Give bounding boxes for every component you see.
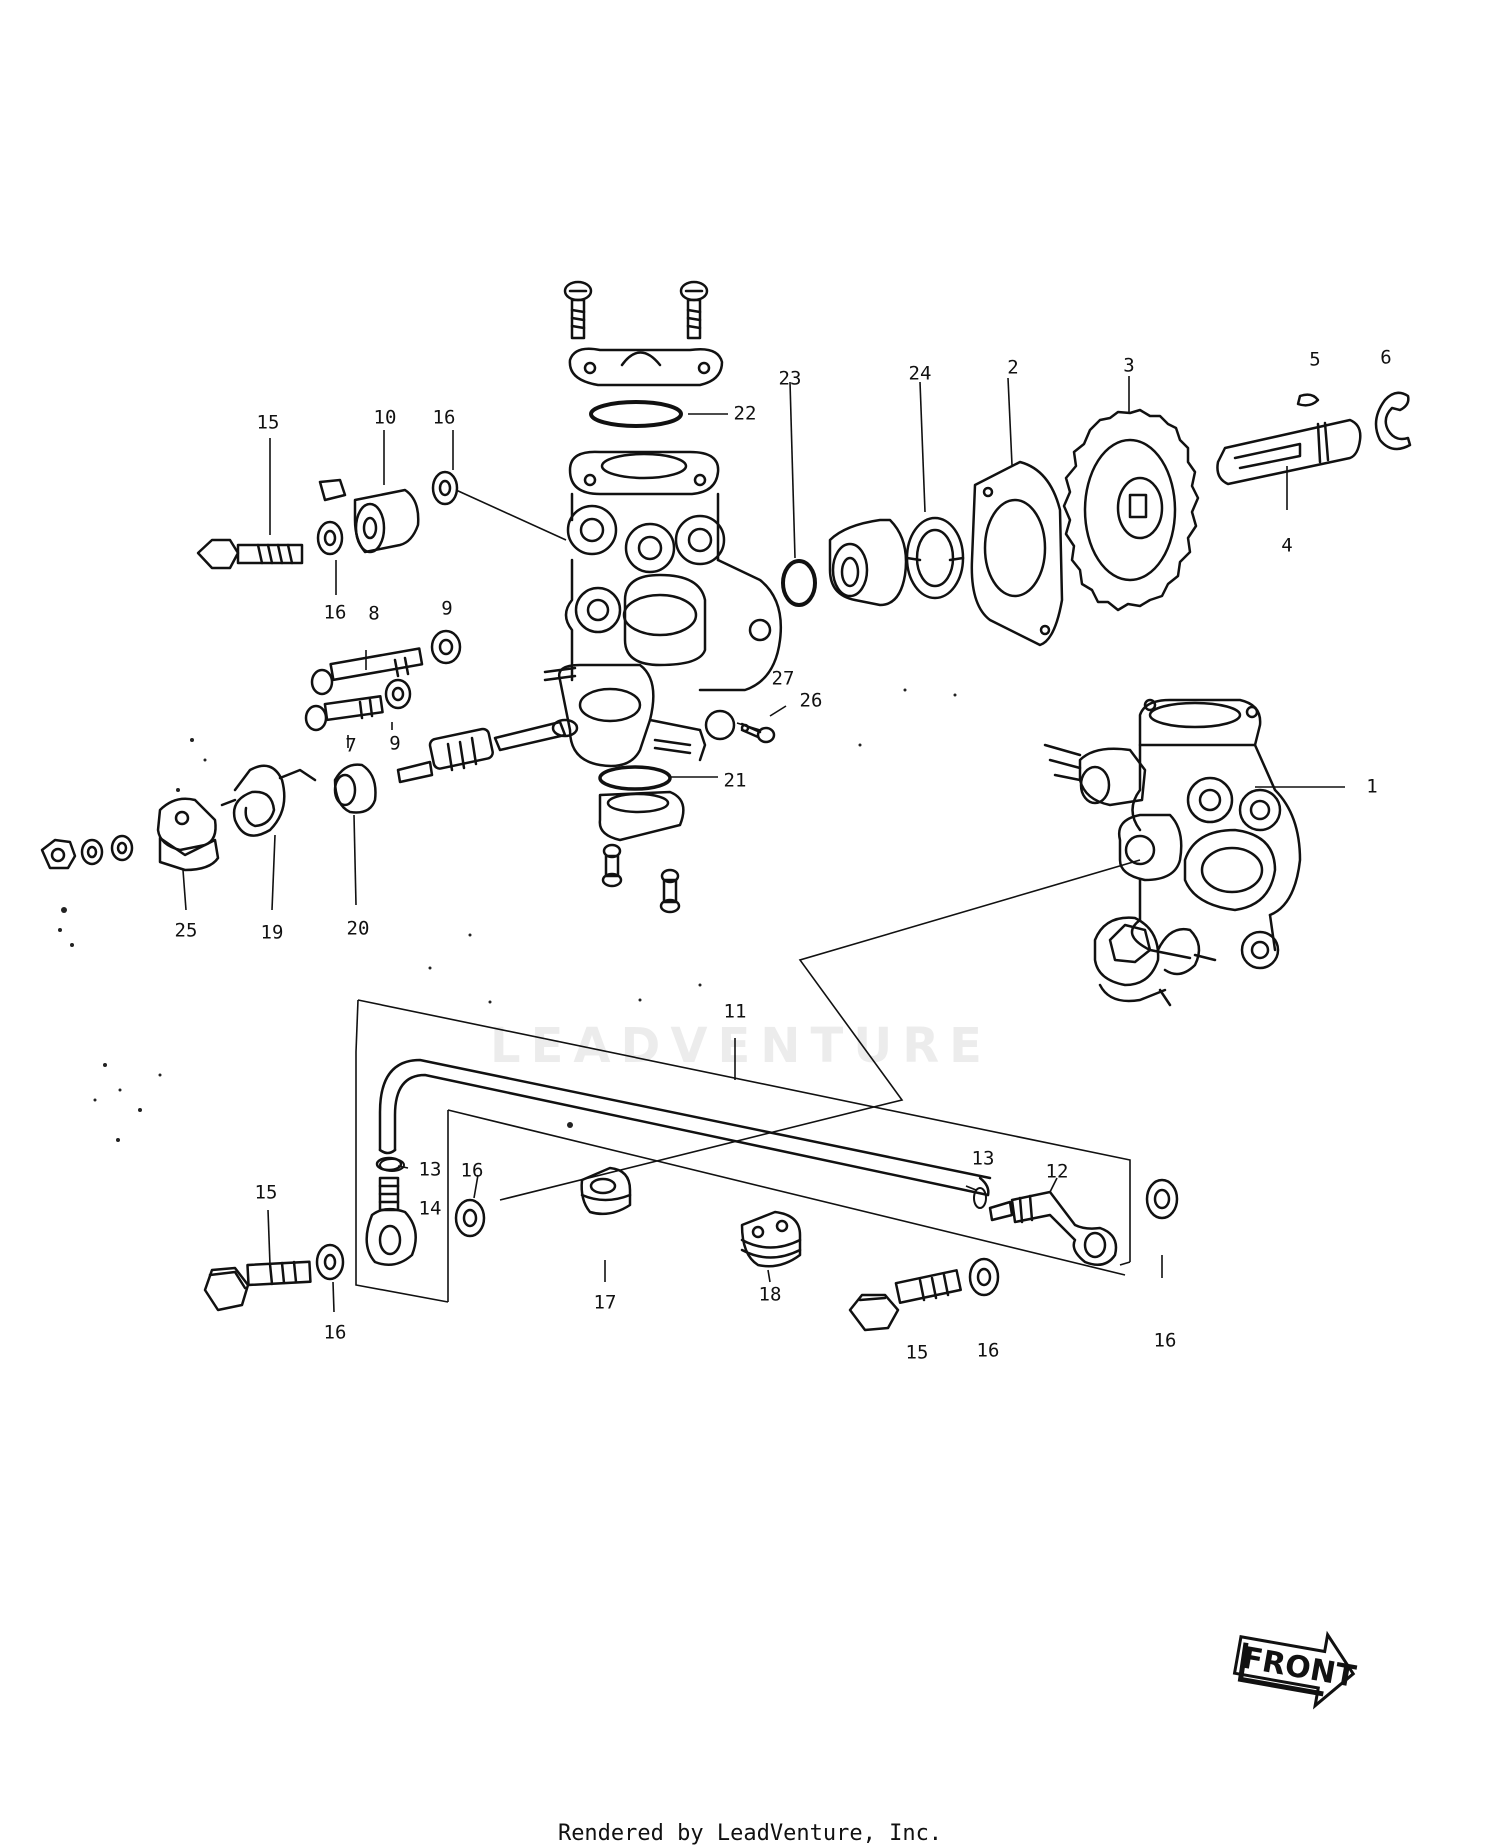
cam-plate-25	[156, 797, 220, 872]
key-5	[1296, 393, 1320, 407]
callout-10[interactable]: 10	[373, 406, 397, 429]
circlip-6	[1374, 391, 1412, 451]
callout-23[interactable]: 23	[778, 367, 802, 390]
washer-16-e	[968, 1257, 1000, 1297]
screw-8	[310, 647, 424, 696]
callout-15-a[interactable]: 15	[256, 411, 280, 434]
callout-24[interactable]: 24	[908, 362, 932, 385]
oil-hose-11	[378, 1058, 992, 1197]
pump-body	[543, 450, 782, 768]
print-specks	[58, 688, 957, 1142]
callout-6[interactable]: 6	[1380, 346, 1392, 369]
union-14	[365, 1156, 417, 1267]
callout-11[interactable]: 11	[723, 1000, 747, 1023]
callout-19[interactable]: 19	[260, 921, 284, 944]
render-credit: Rendered by LeadVenture, Inc.	[557, 1821, 943, 1846]
front-arrow-icon: FRONT	[1232, 1630, 1359, 1710]
lower-screw-left	[601, 843, 623, 888]
callout-13-a[interactable]: 13	[418, 1158, 442, 1181]
callout-15-c[interactable]: 15	[905, 1341, 929, 1364]
callout-3[interactable]: 3	[1123, 354, 1135, 377]
bushing	[828, 518, 908, 607]
callout-16-c[interactable]: 16	[460, 1159, 484, 1182]
banjo-bolt-15-top	[196, 538, 304, 570]
fitting-10	[318, 478, 420, 554]
callout-7[interactable]: 7	[345, 734, 357, 757]
callout-16-f[interactable]: 16	[1153, 1329, 1177, 1352]
washer-9-a	[430, 629, 462, 665]
banjo-bolt-15-right	[848, 1269, 962, 1332]
washer-16-b	[431, 470, 459, 506]
washer-16-d	[454, 1198, 486, 1238]
washer-9-b	[384, 678, 412, 710]
lower-screw-right	[659, 868, 681, 914]
callout-25[interactable]: 25	[174, 919, 198, 942]
o-ring-22	[589, 400, 683, 428]
callout-9-a[interactable]: 9	[441, 597, 453, 620]
callout-17[interactable]: 17	[593, 1291, 617, 1314]
callout-16-e[interactable]: 16	[976, 1339, 1000, 1362]
callout-5[interactable]: 5	[1309, 348, 1321, 371]
shaft-4	[1216, 418, 1362, 486]
screw-7	[304, 695, 384, 732]
callout-16-a[interactable]: 16	[432, 406, 456, 429]
cover-screw-right	[679, 280, 709, 340]
leadventure-watermark: LEADVENTURE	[490, 1018, 992, 1074]
callout-27[interactable]: 27	[771, 667, 795, 690]
washer-16-a	[316, 520, 344, 556]
callout-2[interactable]: 2	[1007, 356, 1019, 379]
callout-18[interactable]: 18	[758, 1283, 782, 1306]
clip-13-right	[973, 1187, 987, 1209]
o-ring-23	[781, 559, 817, 607]
cover-plate	[568, 347, 724, 387]
spring-19	[220, 764, 317, 837]
banjo-fitting-12	[988, 1190, 1118, 1267]
callout-15-b[interactable]: 15	[254, 1181, 278, 1204]
callout-16-d[interactable]: 16	[323, 1321, 347, 1344]
callout-4[interactable]: 4	[1281, 534, 1293, 557]
leader-lines	[182, 376, 1345, 1313]
callout-1[interactable]: 1	[1366, 775, 1378, 798]
bushing-20	[333, 763, 377, 814]
banjo-bolt-15-left	[203, 1260, 312, 1312]
grommet-17	[580, 1166, 632, 1216]
callout-12[interactable]: 12	[1045, 1160, 1069, 1183]
nut-and-washers	[40, 834, 134, 870]
lower-fitting	[598, 790, 685, 842]
callout-8[interactable]: 8	[368, 602, 380, 625]
callout-22[interactable]: 22	[733, 402, 757, 425]
washer-16-c	[315, 1243, 345, 1281]
bearing-24	[905, 516, 965, 600]
washer-16-f	[1145, 1178, 1179, 1220]
gear-3	[1062, 408, 1200, 612]
gasket-2	[970, 460, 1064, 647]
clip-13-left	[379, 1158, 405, 1172]
callout-20[interactable]: 20	[346, 917, 370, 940]
callout-14[interactable]: 14	[418, 1197, 442, 1220]
grommet-18	[740, 1210, 802, 1268]
callout-26[interactable]: 26	[799, 689, 823, 712]
plunger	[396, 718, 579, 784]
callout-9-b[interactable]: 9	[389, 732, 401, 755]
callout-21[interactable]: 21	[723, 769, 747, 792]
cover-screw-left	[563, 280, 593, 340]
callout-16-b[interactable]: 16	[323, 601, 347, 624]
assembled-oil-pump-1	[1043, 698, 1302, 1007]
callout-13-b[interactable]: 13	[971, 1147, 995, 1170]
gasket-21	[598, 765, 672, 791]
